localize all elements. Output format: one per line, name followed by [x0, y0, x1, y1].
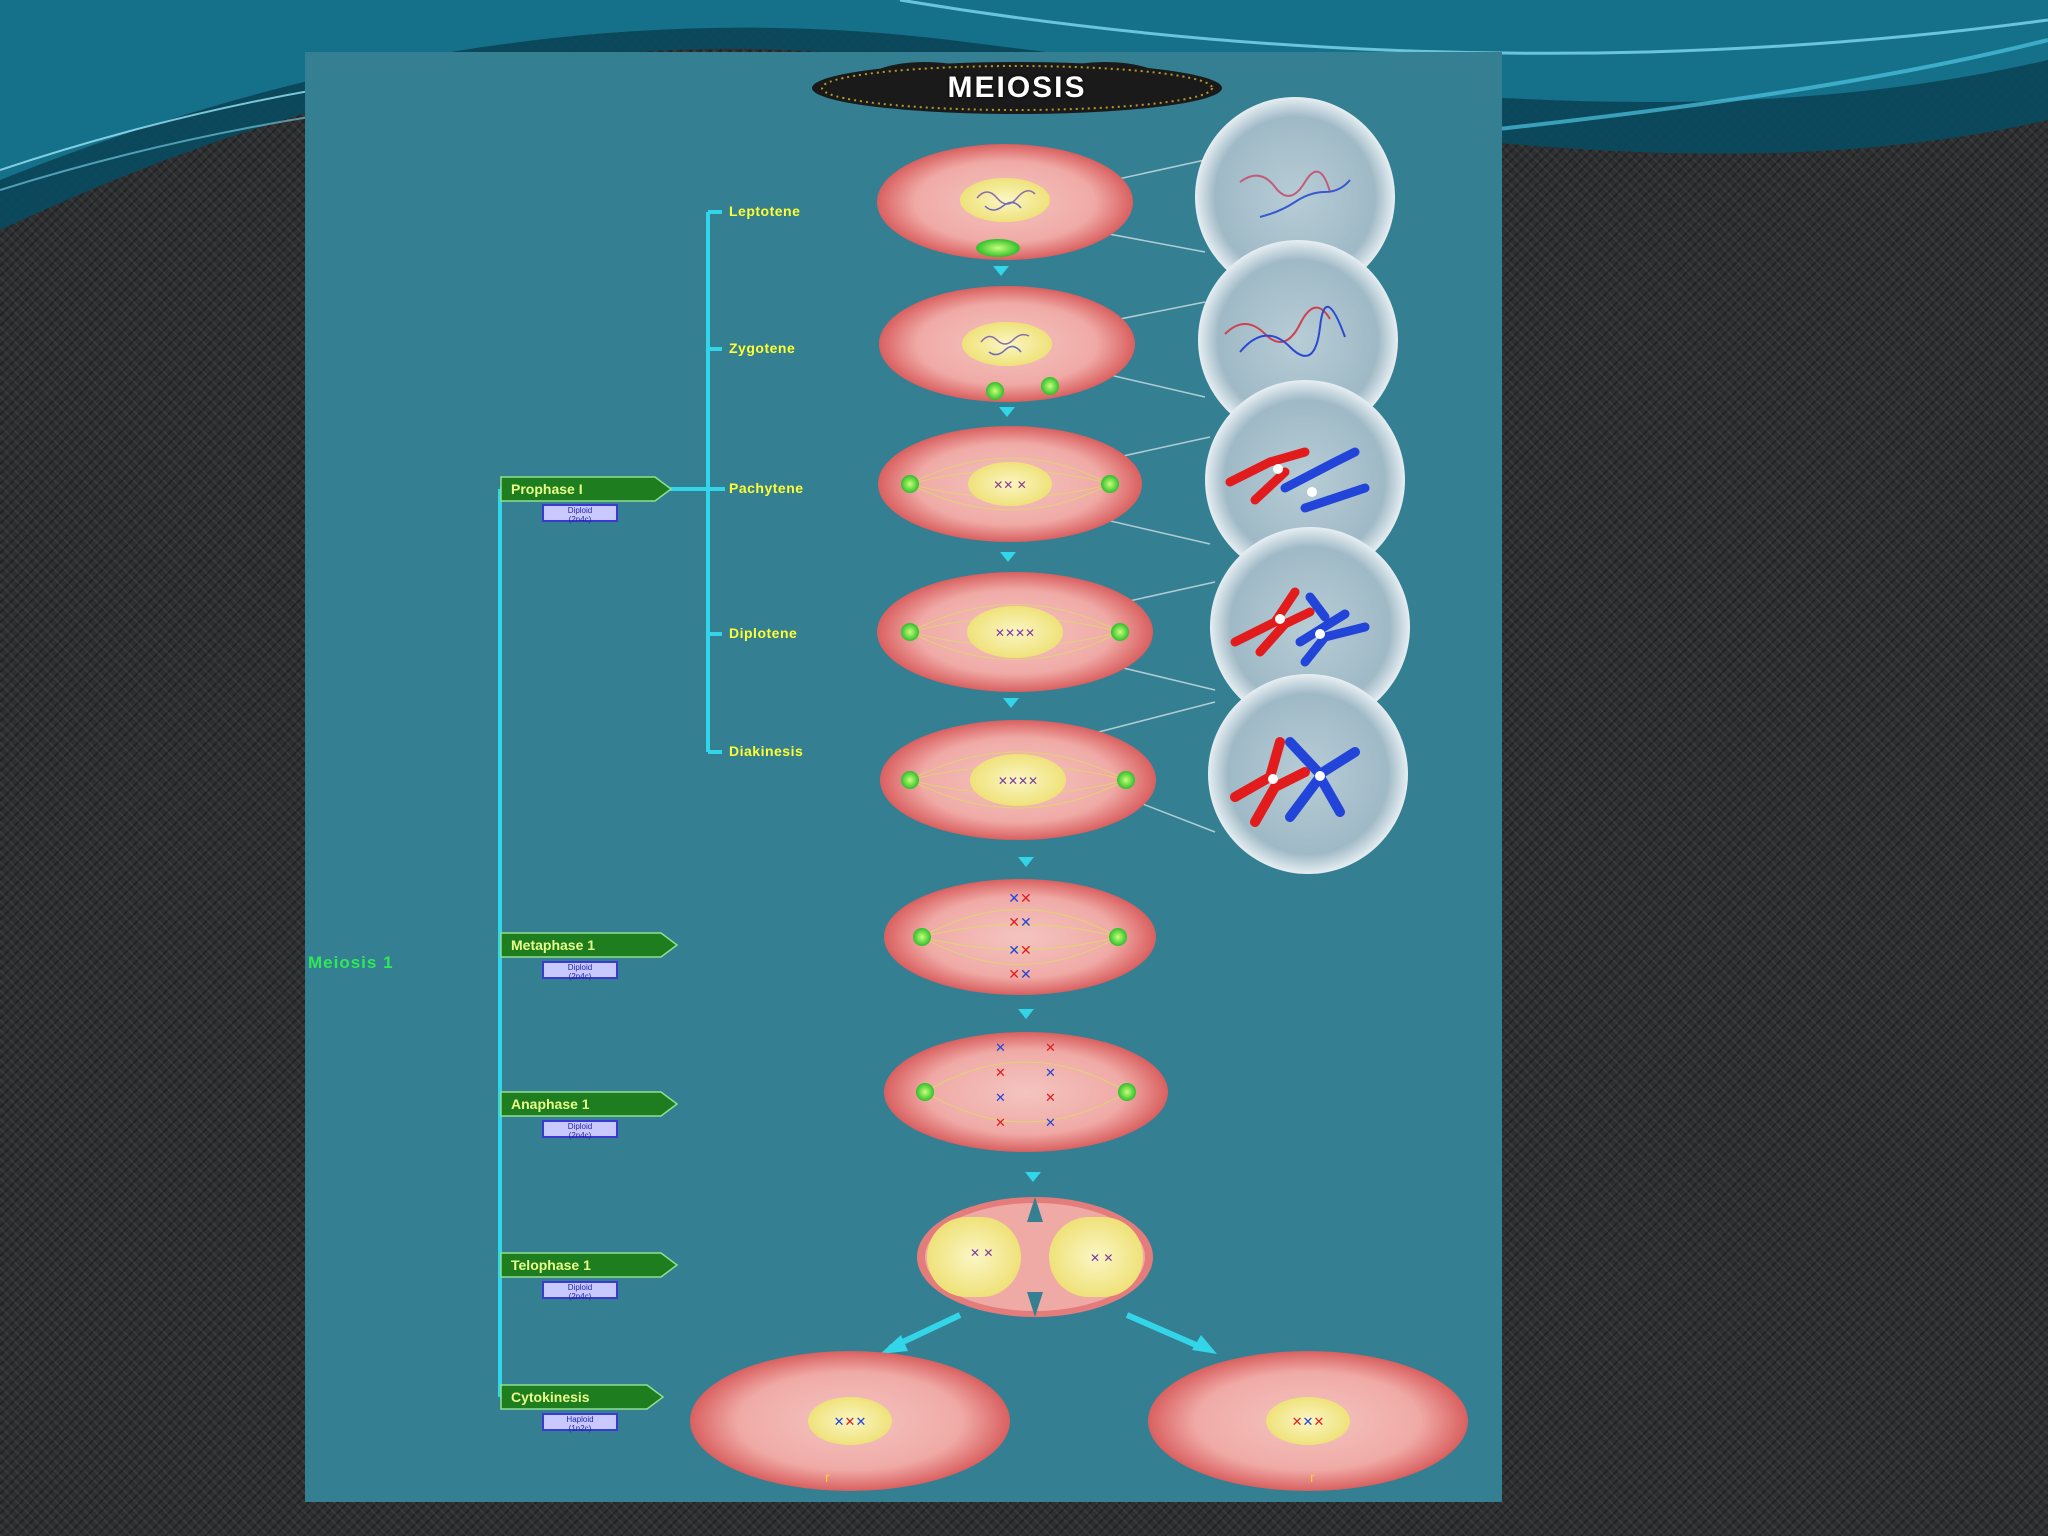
svg-text:✕✕: ✕✕ — [1008, 942, 1031, 958]
zoom-pachytene — [1205, 380, 1405, 580]
svg-text:✕ ✕: ✕ ✕ — [970, 1246, 993, 1260]
cell-zygotene — [879, 286, 1135, 402]
zoom-leptotene — [1195, 97, 1395, 297]
svg-text:✕: ✕ — [995, 1065, 1006, 1080]
phase-arrow-shapes — [500, 476, 679, 1410]
svg-text:✕✕✕✕: ✕✕✕✕ — [995, 626, 1035, 640]
svg-text:✕✕✕: ✕✕✕ — [834, 1414, 867, 1429]
svg-text:✕✕ ✕: ✕✕ ✕ — [993, 478, 1027, 492]
cell-cytokinesis-left: ✕✕✕ r — [690, 1351, 1010, 1491]
substage-bracket — [668, 210, 725, 754]
cell-diakinesis: ✕✕✕✕ — [880, 720, 1156, 840]
meiosis-diagram: ✕✕ ✕ ✕✕✕✕ ✕✕✕✕ ✕✕ ✕✕ ✕✕ — [305, 52, 1502, 1502]
svg-text:✕✕: ✕✕ — [1008, 966, 1031, 982]
svg-text:✕✕: ✕✕ — [1008, 890, 1031, 906]
svg-text:✕: ✕ — [1045, 1065, 1056, 1080]
cell-pachytene: ✕✕ ✕ — [878, 426, 1142, 542]
flow-arrows — [880, 266, 1217, 1354]
svg-text:✕: ✕ — [1045, 1115, 1056, 1130]
svg-text:✕✕✕✕: ✕✕✕✕ — [998, 774, 1038, 788]
cell-cytokinesis-right: ✕✕✕ r — [1148, 1351, 1468, 1491]
zoom-diakinesis — [1208, 674, 1408, 874]
svg-text:✕✕✕: ✕✕✕ — [1292, 1414, 1325, 1429]
cell-diplotene: ✕✕✕✕ — [877, 572, 1153, 692]
svg-text:✕ ✕: ✕ ✕ — [1090, 1251, 1113, 1265]
svg-text:r: r — [1310, 1469, 1315, 1485]
svg-text:✕: ✕ — [995, 1040, 1006, 1055]
svg-text:✕: ✕ — [995, 1090, 1006, 1105]
cell-telophase-1: ✕ ✕ ✕ ✕ — [917, 1197, 1153, 1317]
cell-anaphase-1: ✕ ✕ ✕ ✕ ✕ ✕ ✕ ✕ — [884, 1032, 1168, 1152]
svg-text:✕: ✕ — [1045, 1040, 1056, 1055]
cell-metaphase-1: ✕✕ ✕✕ ✕✕ ✕✕ — [884, 879, 1156, 995]
svg-text:✕: ✕ — [1045, 1090, 1056, 1105]
title-cloud — [812, 62, 1222, 114]
svg-text:✕: ✕ — [995, 1115, 1006, 1130]
zoom-diplotene — [1210, 527, 1410, 727]
svg-text:✕✕: ✕✕ — [1008, 914, 1031, 930]
cell-leptotene — [877, 144, 1133, 260]
svg-text:r: r — [825, 1469, 830, 1485]
